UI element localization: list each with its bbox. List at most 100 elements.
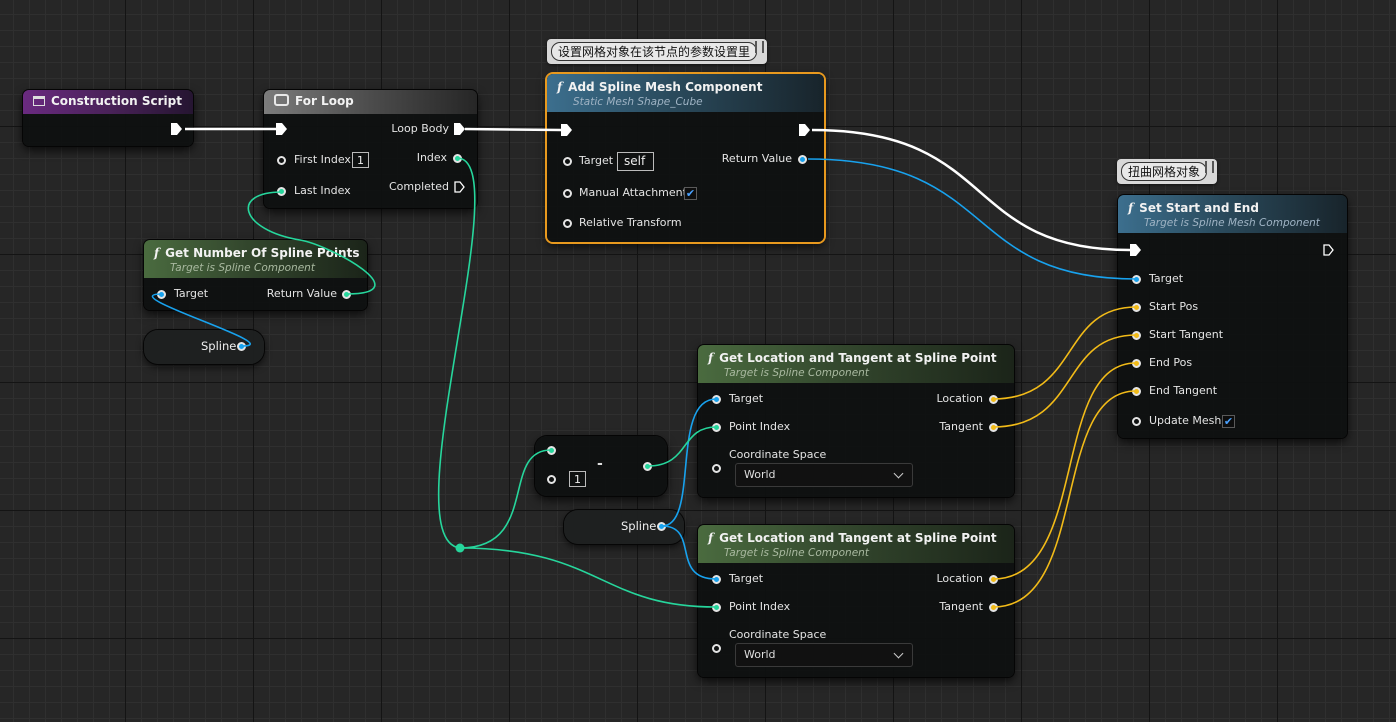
target-pin[interactable]	[157, 290, 166, 299]
input-b-value[interactable]: 1	[569, 471, 586, 487]
add-spline-mesh-header[interactable]: f Add Spline Mesh Component Static Mesh S…	[547, 74, 824, 112]
target-pin[interactable]	[563, 157, 572, 166]
loop-body-exec-pin[interactable]	[454, 123, 465, 135]
coordinate-space-dropdown[interactable]: World	[735, 463, 913, 487]
target-label: Target	[174, 287, 209, 300]
spline-variable-node-2[interactable]: Spline	[564, 510, 684, 544]
coordinate-space-dropdown[interactable]: World	[735, 643, 913, 667]
int-wire-index-to-reroute	[437, 157, 476, 549]
exec-out-pin[interactable]	[1323, 244, 1334, 256]
loop-body-label: Loop Body	[391, 122, 449, 135]
construction-script-header[interactable]: Construction Script	[23, 90, 193, 114]
function-icon: f	[154, 246, 160, 260]
get-num-points-title: Get Number Of Spline Points	[165, 246, 360, 260]
point-index-pin[interactable]	[712, 603, 721, 612]
exec-out-pin[interactable]	[171, 123, 182, 135]
manual-attachment-pin[interactable]	[563, 189, 572, 198]
target-pin[interactable]	[712, 575, 721, 584]
coordinate-space-pin[interactable]	[712, 464, 721, 473]
chevron-down-icon	[893, 648, 904, 659]
vector-wire-location1-startpos	[992, 306, 1137, 400]
point-index-label: Point Index	[729, 600, 791, 613]
construction-script-node[interactable]: Construction Script	[23, 90, 193, 146]
pin-icon[interactable]	[1205, 161, 1215, 173]
get-number-of-spline-points-header[interactable]: f Get Number Of Spline Points Target is S…	[144, 240, 367, 278]
relative-transform-pin[interactable]	[563, 219, 572, 228]
start-pos-pin[interactable]	[1132, 303, 1141, 312]
pin-icon[interactable]	[755, 41, 765, 53]
spline-output-pin[interactable]	[657, 522, 666, 531]
location-pin[interactable]	[989, 575, 998, 584]
add-spline-mesh-subtitle: Static Mesh Shape_Cube	[573, 96, 703, 108]
exec-in-pin[interactable]	[276, 123, 287, 135]
target-label: Target	[729, 392, 764, 405]
point-index-pin[interactable]	[712, 423, 721, 432]
exec-out-pin[interactable]	[799, 124, 810, 136]
exec-in-pin[interactable]	[1130, 244, 1141, 256]
input-b-pin[interactable]	[547, 475, 556, 484]
get-loc-subtitle: Target is Spline Component	[724, 547, 869, 559]
vector-wire-tangent1-starttangent	[992, 334, 1137, 428]
function-icon: f	[1128, 201, 1134, 215]
completed-exec-pin[interactable]	[454, 181, 465, 193]
subtract-operator: -	[597, 456, 603, 472]
reroute-node[interactable]	[455, 543, 465, 553]
update-mesh-checkbox[interactable]: ✔	[1222, 415, 1235, 428]
update-mesh-pin[interactable]	[1132, 417, 1141, 426]
start-tangent-pin[interactable]	[1132, 331, 1141, 340]
location-pin[interactable]	[989, 395, 998, 404]
index-label: Index	[416, 151, 447, 164]
location-label: Location	[936, 572, 983, 585]
spline-variable-node[interactable]: Spline	[144, 330, 264, 364]
target-label: Target	[579, 154, 614, 167]
tangent-pin[interactable]	[989, 603, 998, 612]
target-label: Target	[1149, 272, 1184, 285]
comment-bubble-add-mesh[interactable]: 设置网格对象在该节点的参数设置里	[547, 39, 768, 64]
target-self-input[interactable]: self	[617, 152, 654, 171]
start-pos-label: Start Pos	[1149, 300, 1199, 313]
construction-script-title: Construction Script	[51, 94, 182, 108]
update-mesh-label: Update Mesh	[1149, 414, 1222, 427]
first-index-input[interactable]: 1	[352, 152, 369, 168]
loop-icon	[274, 94, 289, 106]
return-value-label: Return Value	[266, 287, 337, 300]
int-wire-reroute-to-getloc2	[459, 547, 717, 608]
spline-variable-label: Spline	[621, 519, 657, 533]
return-value-label: Return Value	[721, 152, 792, 165]
last-index-pin[interactable]	[277, 187, 286, 196]
spline-output-pin[interactable]	[237, 342, 246, 351]
get-number-of-spline-points-node[interactable]: f Get Number Of Spline Points Target is S…	[144, 240, 367, 310]
manual-attachment-label: Manual Attachment	[579, 186, 687, 199]
return-value-pin[interactable]	[342, 290, 351, 299]
comment-bubble-set-start-end[interactable]: 扭曲网格对象	[1117, 159, 1218, 184]
target-pin[interactable]	[1132, 275, 1141, 284]
end-pos-pin[interactable]	[1132, 359, 1141, 368]
exec-in-pin[interactable]	[561, 124, 572, 136]
get-loc-title: Get Location and Tangent at Spline Point	[719, 351, 997, 365]
for-loop-header[interactable]: For Loop	[264, 90, 477, 114]
coordinate-space-pin[interactable]	[712, 644, 721, 653]
for-loop-node[interactable]: For Loop Loop Body First Index 1 Index L…	[264, 90, 477, 208]
return-value-pin[interactable]	[798, 155, 807, 164]
end-tangent-pin[interactable]	[1132, 387, 1141, 396]
input-a-pin[interactable]	[547, 446, 556, 455]
add-spline-mesh-component-node[interactable]: f Add Spline Mesh Component Static Mesh S…	[547, 74, 824, 242]
first-index-pin[interactable]	[277, 156, 286, 165]
manual-attachment-checkbox[interactable]: ✔	[684, 187, 697, 200]
output-pin[interactable]	[643, 462, 652, 471]
function-icon: f	[557, 80, 563, 94]
completed-label: Completed	[389, 180, 449, 193]
index-pin[interactable]	[453, 154, 462, 163]
target-pin[interactable]	[712, 395, 721, 404]
chevron-down-icon	[893, 468, 904, 479]
subtract-node[interactable]: 1 -	[535, 436, 667, 496]
tangent-pin[interactable]	[989, 423, 998, 432]
get-num-points-subtitle: Target is Spline Component	[170, 262, 315, 274]
add-spline-mesh-title: Add Spline Mesh Component	[568, 80, 763, 94]
